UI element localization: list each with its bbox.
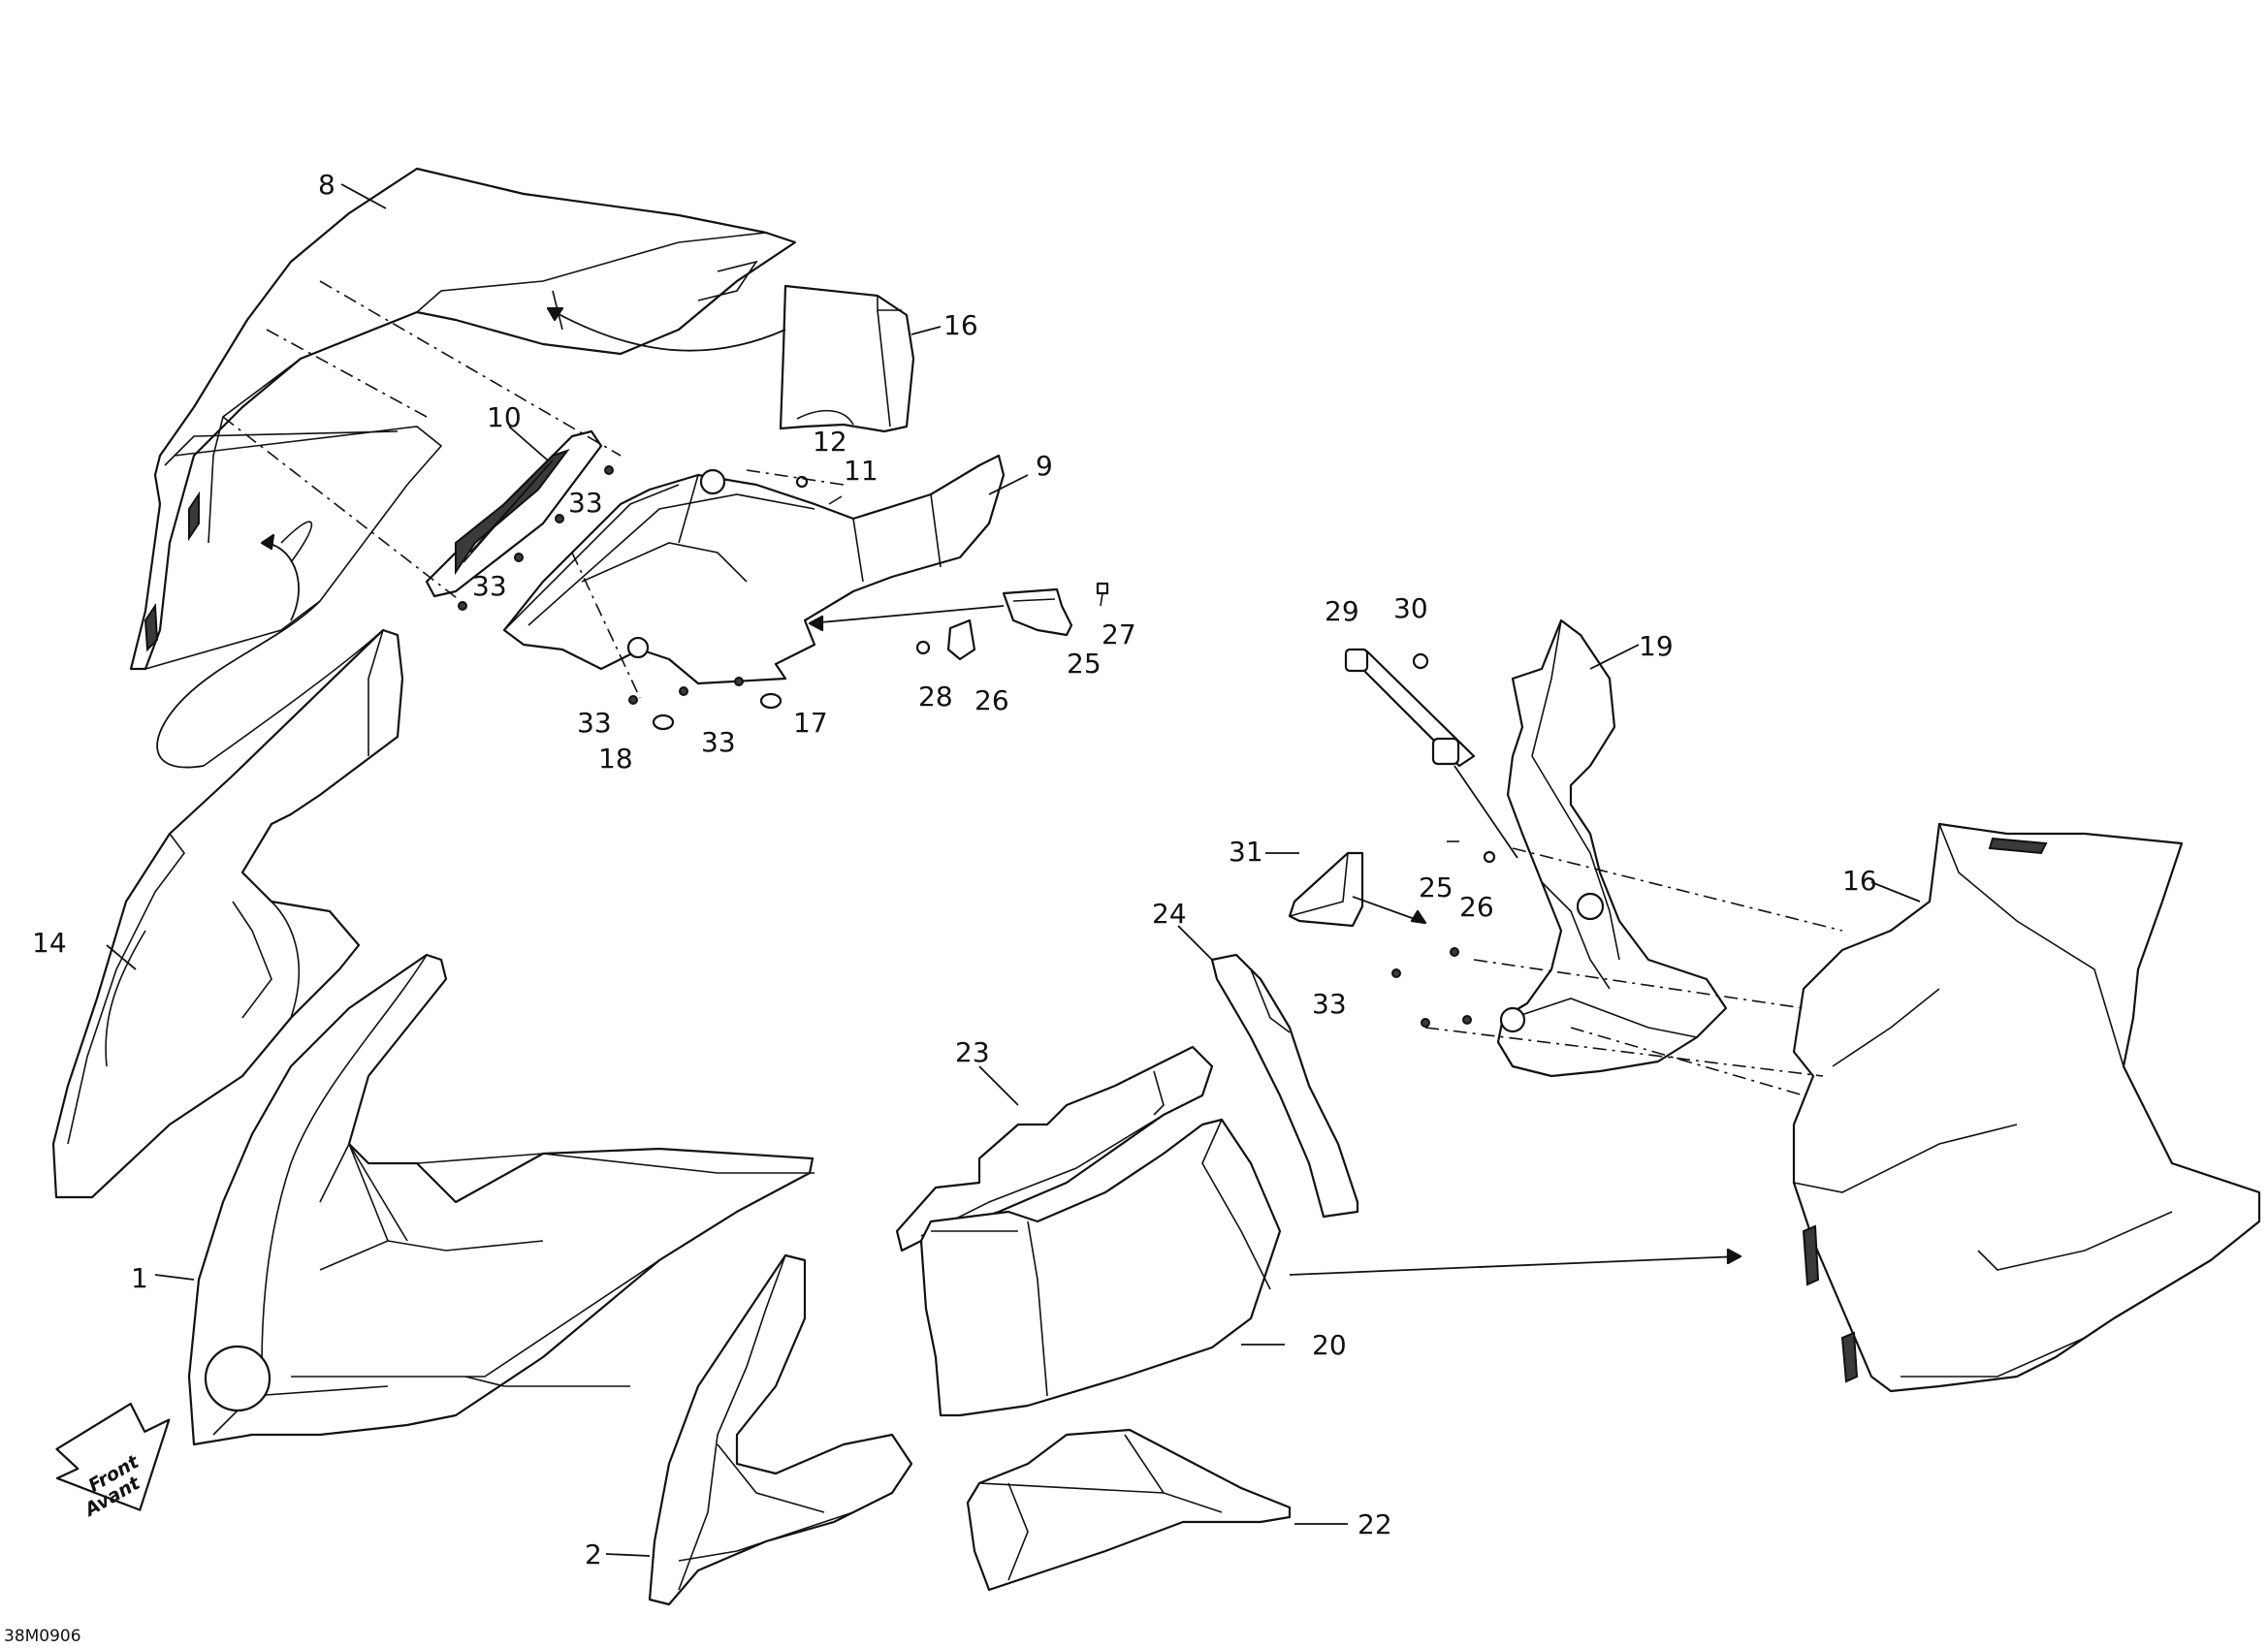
callout-33-c: 33 xyxy=(577,707,612,739)
callout-labels: 8 16 10 12 11 9 33 33 33 33 18 17 27 25 … xyxy=(32,169,1877,1570)
callout-33-a: 33 xyxy=(568,487,603,519)
callout-31: 29 xyxy=(1325,595,1359,627)
callout-33-b: 33 xyxy=(472,570,507,602)
callout-18: 19 xyxy=(1639,630,1674,662)
callout-9: 9 xyxy=(1036,450,1053,482)
leader-lines xyxy=(106,183,1921,1557)
part-25-trim-strip[interactable] xyxy=(1210,953,1359,1219)
part-33-washers[interactable] xyxy=(458,465,1472,1028)
part-10-vent-grille[interactable] xyxy=(425,429,603,598)
part-17-right-fairing[interactable] xyxy=(1792,822,2261,1393)
callout-1: 1 xyxy=(131,1262,148,1294)
callout-8: 8 xyxy=(318,169,335,201)
part-29-screw[interactable] xyxy=(1096,582,1109,607)
callout-16-a: 18 xyxy=(598,743,633,775)
callout-32: 30 xyxy=(1393,592,1428,624)
callout-10: 10 xyxy=(487,401,522,433)
part-27-latch[interactable] xyxy=(1002,587,1073,637)
callout-14: 14 xyxy=(32,927,67,959)
callout-16-b: 17 xyxy=(793,707,828,739)
part-15-rear-panel[interactable] xyxy=(779,284,915,433)
callout-20: 26 xyxy=(1459,891,1494,923)
part-16-grommets[interactable] xyxy=(652,692,783,731)
part-1-front-hood[interactable] xyxy=(187,953,815,1446)
callout-22: 20 xyxy=(1312,1329,1347,1361)
part-14-left-side-panel[interactable] xyxy=(51,628,404,1199)
callout-15: 16 xyxy=(943,309,978,341)
callout-29: 27 xyxy=(1102,618,1136,650)
part-22-side-panel[interactable] xyxy=(919,1118,1282,1417)
callout-24: 23 xyxy=(955,1036,990,1068)
part-26-wedge-block[interactable] xyxy=(1288,851,1364,928)
callout-2: 2 xyxy=(585,1538,602,1570)
part-20-washer[interactable] xyxy=(1483,850,1496,864)
callout-28: 26 xyxy=(974,684,1009,716)
part-30-nut[interactable] xyxy=(915,640,931,655)
callout-12: 12 xyxy=(813,426,847,458)
part-18-centre-bracket[interactable] xyxy=(1496,618,1728,1078)
part-23-lower-side-panel[interactable] xyxy=(966,1428,1292,1592)
callout-27: 25 xyxy=(1067,648,1102,680)
part-31-strap[interactable] xyxy=(1344,648,1476,768)
front-direction-arrow: Front Avant xyxy=(55,1402,171,1522)
callout-26: 31 xyxy=(1229,836,1263,868)
part-8-upper-hood[interactable] xyxy=(129,167,797,671)
callout-30: 28 xyxy=(918,681,953,713)
callout-33-d: 33 xyxy=(701,726,736,758)
part-2-lower-front-panel[interactable] xyxy=(648,1253,913,1606)
part-11-fastener[interactable] xyxy=(828,495,843,505)
callout-17: 16 xyxy=(1842,865,1877,897)
callout-11: 11 xyxy=(844,455,878,487)
drawing-code: 38M0906 xyxy=(4,1627,81,1646)
callout-19: 25 xyxy=(1419,872,1453,903)
part-9-side-bracket[interactable] xyxy=(502,454,1006,685)
assembly-lines xyxy=(156,280,1843,1276)
callout-33-e: 33 xyxy=(1312,988,1347,1020)
part-32-nut[interactable] xyxy=(1412,652,1429,670)
callout-25: 24 xyxy=(1152,898,1187,930)
callout-23: 22 xyxy=(1358,1508,1392,1540)
part-28-clip[interactable] xyxy=(946,618,976,661)
